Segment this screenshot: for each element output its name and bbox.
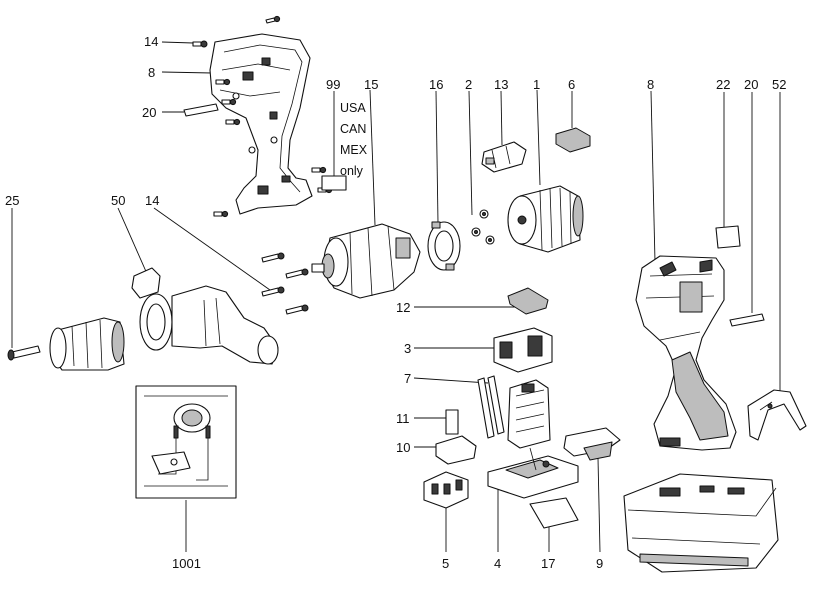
label-strip-20-right xyxy=(729,313,765,327)
housing-right-half xyxy=(635,255,737,451)
chuck xyxy=(49,317,125,371)
switch-lever-12 xyxy=(507,287,549,315)
label-22: 22 xyxy=(716,77,730,92)
sticker-22 xyxy=(715,225,741,249)
label-12: 12 xyxy=(396,300,410,315)
leader-lines xyxy=(11,41,781,553)
label-15: 15 xyxy=(364,77,378,92)
part-labels: 14 8 20 99 15 16 2 13 1 6 8 22 20 52 25 … xyxy=(5,34,786,571)
latch-10 xyxy=(435,435,477,465)
label-5: 5 xyxy=(442,556,449,571)
screws-14-top xyxy=(192,15,333,218)
housing-left-half xyxy=(209,33,313,215)
label-8-left: 8 xyxy=(148,65,155,80)
electronics-module xyxy=(507,379,551,449)
detail-box-1001 xyxy=(135,385,237,499)
note-line-4: only xyxy=(340,164,364,178)
label-6: 6 xyxy=(568,77,575,92)
label-99: 99 xyxy=(326,77,340,92)
screws-2 xyxy=(471,209,495,245)
label-1001: 1001 xyxy=(172,556,201,571)
note-line-1: USA xyxy=(340,101,366,115)
label-16: 16 xyxy=(429,77,443,92)
pin-25 xyxy=(7,345,41,361)
label-9: 9 xyxy=(596,556,603,571)
note-line-2: CAN xyxy=(340,122,366,136)
region-note: USA CAN MEX only xyxy=(340,101,368,178)
sticker-99 xyxy=(321,175,347,191)
battery-pack xyxy=(623,473,779,573)
label-20-right: 20 xyxy=(744,77,758,92)
ring-16 xyxy=(427,221,461,271)
rods-7 xyxy=(477,375,505,439)
belt-hook xyxy=(747,389,807,441)
battery-interface-4 xyxy=(487,447,579,499)
label-2: 2 xyxy=(465,77,472,92)
label-8-right: 8 xyxy=(647,77,654,92)
label-11: 11 xyxy=(396,411,410,426)
label-4: 4 xyxy=(494,556,501,571)
label-20-left: 20 xyxy=(142,105,156,120)
side-handle xyxy=(131,267,279,365)
note-line-3: MEX xyxy=(340,143,368,157)
label-14-mid: 14 xyxy=(145,193,159,208)
switch-cap-6 xyxy=(555,127,591,153)
label-52: 52 xyxy=(772,77,786,92)
label-3: 3 xyxy=(404,341,411,356)
label-17: 17 xyxy=(541,556,555,571)
brush-holder-13 xyxy=(481,141,527,173)
sheet-17 xyxy=(529,497,579,529)
label-25: 25 xyxy=(5,193,19,208)
label-1: 1 xyxy=(533,77,540,92)
label-13: 13 xyxy=(494,77,508,92)
connector-5 xyxy=(423,471,469,509)
label-14-top: 14 xyxy=(144,34,158,49)
label-10: 10 xyxy=(396,440,410,455)
label-strip-20-left xyxy=(183,103,219,117)
switch-3 xyxy=(493,327,553,373)
label-50: 50 xyxy=(111,193,125,208)
screws-14-mid xyxy=(261,252,309,315)
gearbox xyxy=(311,223,421,299)
label-7: 7 xyxy=(404,371,411,386)
latch-9 xyxy=(563,427,621,461)
motor xyxy=(507,185,584,253)
spring-11 xyxy=(445,409,459,435)
